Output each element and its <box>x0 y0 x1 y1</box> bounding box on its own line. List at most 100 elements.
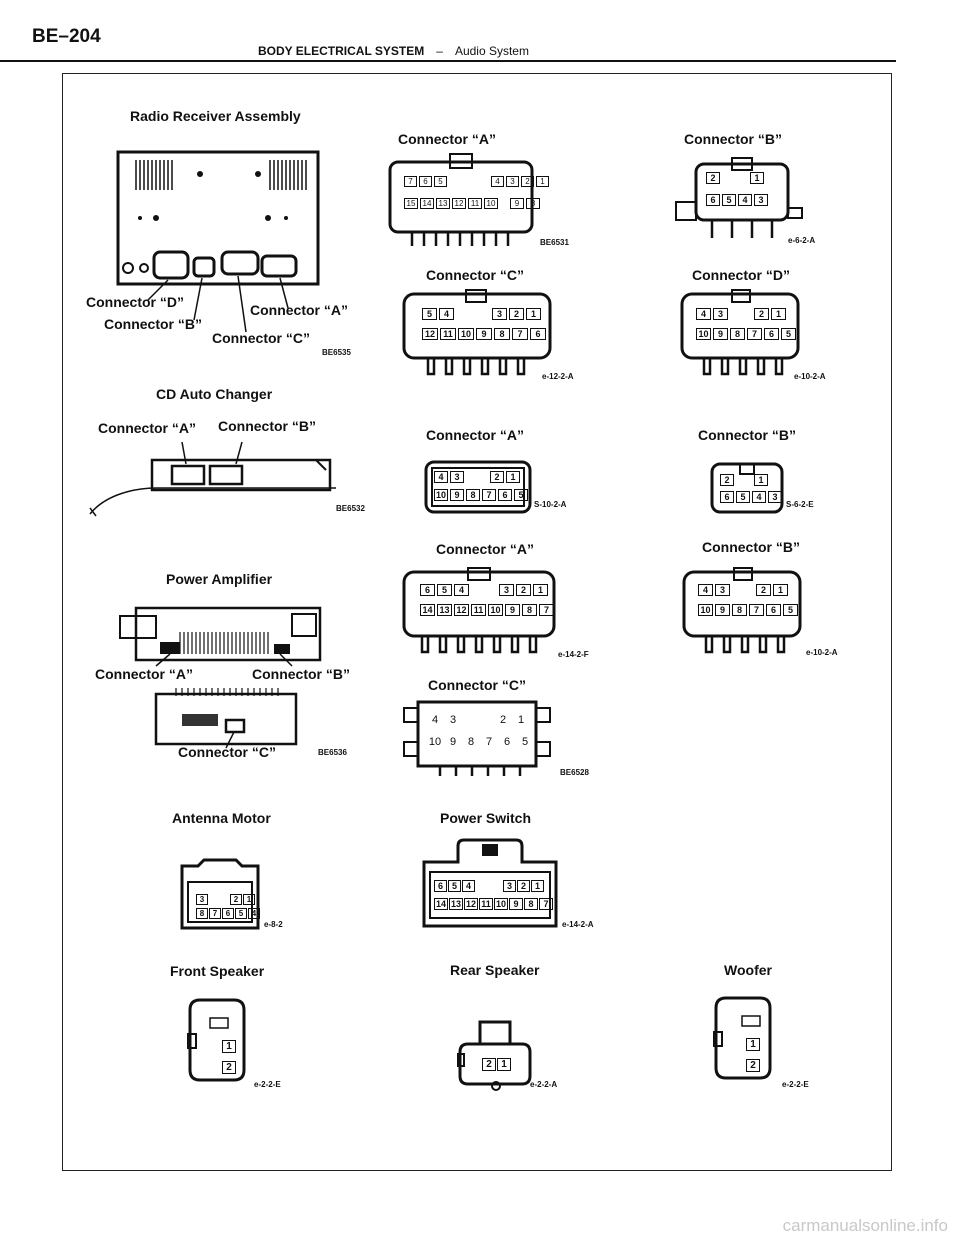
cd-connector-a-code: S-10-2-A <box>534 500 567 509</box>
pin: 4 <box>696 308 711 320</box>
antenna-motor-code: e-8-2 <box>264 920 283 929</box>
pin: 4 <box>738 194 752 206</box>
pin: 1 <box>533 584 548 596</box>
pin: 2 <box>746 1059 760 1072</box>
front-speaker-code: e-2-2-E <box>254 1080 281 1089</box>
radio-callout-connector-d: Connector “D” <box>86 294 184 310</box>
header-rule <box>0 60 896 62</box>
pin: 10 <box>434 489 448 501</box>
pin: 1 <box>526 308 541 320</box>
pin: 15 <box>404 198 418 209</box>
pin: 1 <box>497 1058 511 1071</box>
amp-connector-a-code: e-14-2-F <box>558 650 589 659</box>
pin: 1 <box>531 880 544 892</box>
amp-connector-b-title: Connector “B” <box>702 539 800 555</box>
radio-connector-c-drawing <box>402 289 552 376</box>
pin: 5 <box>422 308 437 320</box>
pin: 8 <box>466 489 480 501</box>
pin: 3 <box>503 880 516 892</box>
subsection-title: Audio System <box>454 44 529 58</box>
pin: 3 <box>450 471 464 483</box>
antenna-motor-drawing <box>180 858 260 930</box>
pin: 7 <box>404 176 417 187</box>
cd-changer-drawing <box>89 441 336 517</box>
radio-connector-d-title: Connector “D” <box>692 267 790 283</box>
cd-figure-code: BE6532 <box>336 504 365 513</box>
pin: 10 <box>458 328 474 340</box>
pin: 8 <box>467 736 475 748</box>
amp-connector-c-title: Connector “C” <box>428 677 526 693</box>
pin: 1 <box>746 1038 760 1051</box>
cd-connector-a-title: Connector “A” <box>426 427 524 443</box>
pin: 2 <box>490 471 504 483</box>
pin: 2 <box>754 308 769 320</box>
pin: 9 <box>509 898 523 910</box>
pin: 13 <box>436 198 450 209</box>
pin: 5 <box>521 736 529 748</box>
pin: 12 <box>452 198 466 209</box>
pin: 3 <box>715 584 730 596</box>
woofer-drawing <box>713 996 772 1080</box>
pin: 7 <box>539 604 554 616</box>
radio-connector-a-code: BE6531 <box>540 238 569 247</box>
pin: 6 <box>503 736 511 748</box>
pin: 8 <box>732 604 747 616</box>
pin: 4 <box>434 471 448 483</box>
pin: 8 <box>522 604 537 616</box>
section-title: BODY ELECTRICAL SYSTEM <box>258 44 425 58</box>
pin: 8 <box>494 328 510 340</box>
radio-callout-connector-b: Connector “B” <box>104 316 202 332</box>
cd-connector-a-drawing <box>424 460 532 514</box>
pin: 2 <box>756 584 771 596</box>
pin: 6 <box>720 491 734 503</box>
power-switch-drawing <box>422 838 558 928</box>
pin: 9 <box>449 736 457 748</box>
pin: 11 <box>468 198 482 209</box>
pin: 6 <box>764 328 779 340</box>
pin: 5 <box>514 489 528 501</box>
antenna-motor-title: Antenna Motor <box>172 810 271 826</box>
cd-changer-title: CD Auto Changer <box>156 386 273 402</box>
pin: 13 <box>437 604 452 616</box>
front-speaker-pins: 1 2 <box>222 1040 236 1074</box>
radio-connector-b-drawing <box>675 157 803 238</box>
pin: 14 <box>434 898 448 910</box>
pin: 5 <box>235 908 247 919</box>
pin: 6 <box>706 194 720 206</box>
pin: 3 <box>713 308 728 320</box>
running-header: BODY ELECTRICAL SYSTEM–Audio System <box>258 44 529 58</box>
pin: 7 <box>539 898 553 910</box>
pin: 10 <box>484 198 498 209</box>
pin: 8 <box>526 198 540 209</box>
front-speaker-drawing <box>187 998 246 1082</box>
pin: 4 <box>752 491 766 503</box>
pin: 1 <box>517 714 525 726</box>
cd-callout-connector-a: Connector “A” <box>98 420 196 436</box>
pin: 13 <box>449 898 463 910</box>
amp-connector-c-drawing <box>403 700 551 776</box>
pin: 6 <box>766 604 781 616</box>
pin: 10 <box>488 604 503 616</box>
cd-callout-connector-b: Connector “B” <box>218 418 316 434</box>
pin: 1 <box>750 172 764 184</box>
pin: 6 <box>419 176 432 187</box>
pin: 7 <box>749 604 764 616</box>
amp-callout-connector-b: Connector “B” <box>252 666 350 682</box>
pin: 11 <box>479 898 493 910</box>
pin: 3 <box>768 491 782 503</box>
pin: 8 <box>730 328 745 340</box>
pin: 2 <box>222 1061 236 1074</box>
amp-callout-connector-c: Connector “C” <box>178 744 276 760</box>
pin: 5 <box>783 604 798 616</box>
